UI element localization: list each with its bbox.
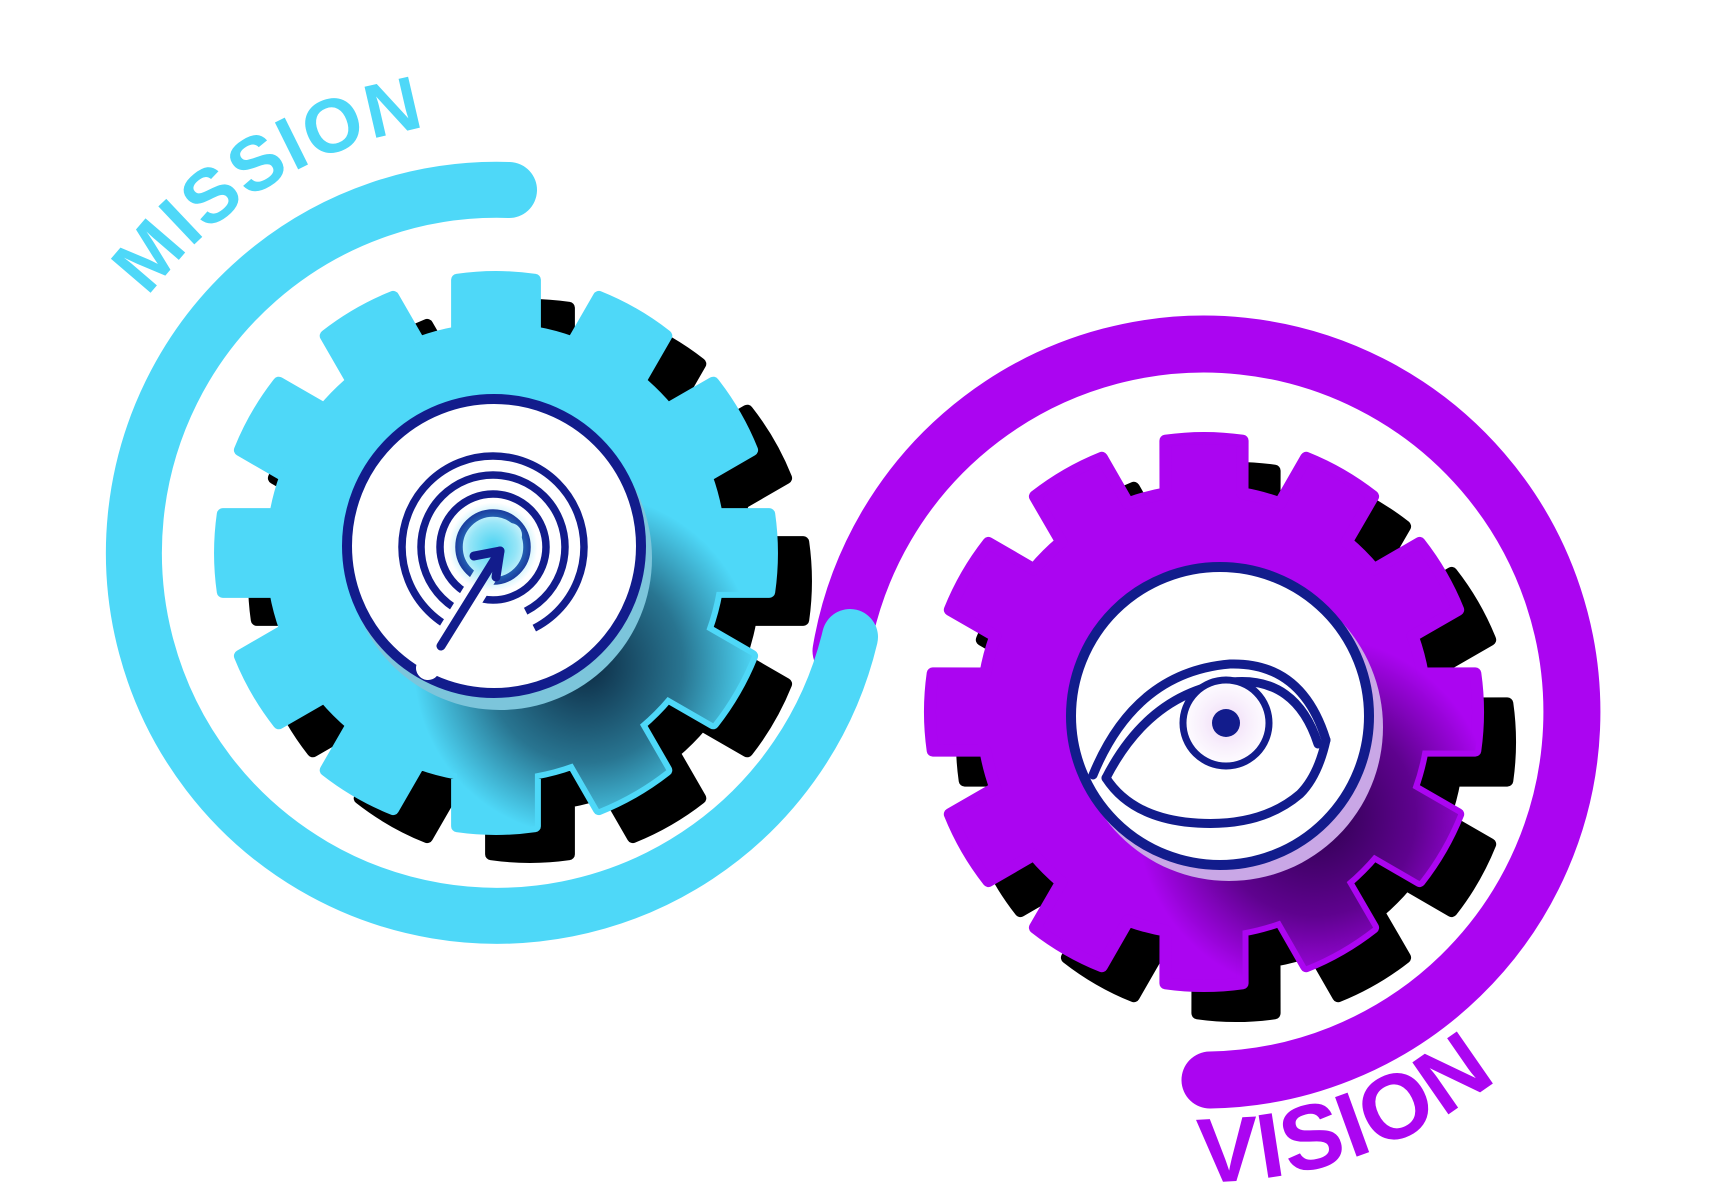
target-glow [431,485,555,609]
target-arrow-icon [398,452,588,680]
eye-pupil [1212,709,1240,737]
mission-swirl-arc [105,161,878,944]
eye-upper-lid-outer [1088,659,1331,780]
eye-lower-lid [1101,735,1331,828]
eye-icon [1088,659,1331,828]
arrow-head [469,546,505,582]
ring-break-bottom [445,600,541,652]
vision-badge [1066,562,1383,881]
arrow-shaft [436,546,505,651]
vision-swirl-arc [812,315,1601,1109]
mission-badge [342,394,652,710]
